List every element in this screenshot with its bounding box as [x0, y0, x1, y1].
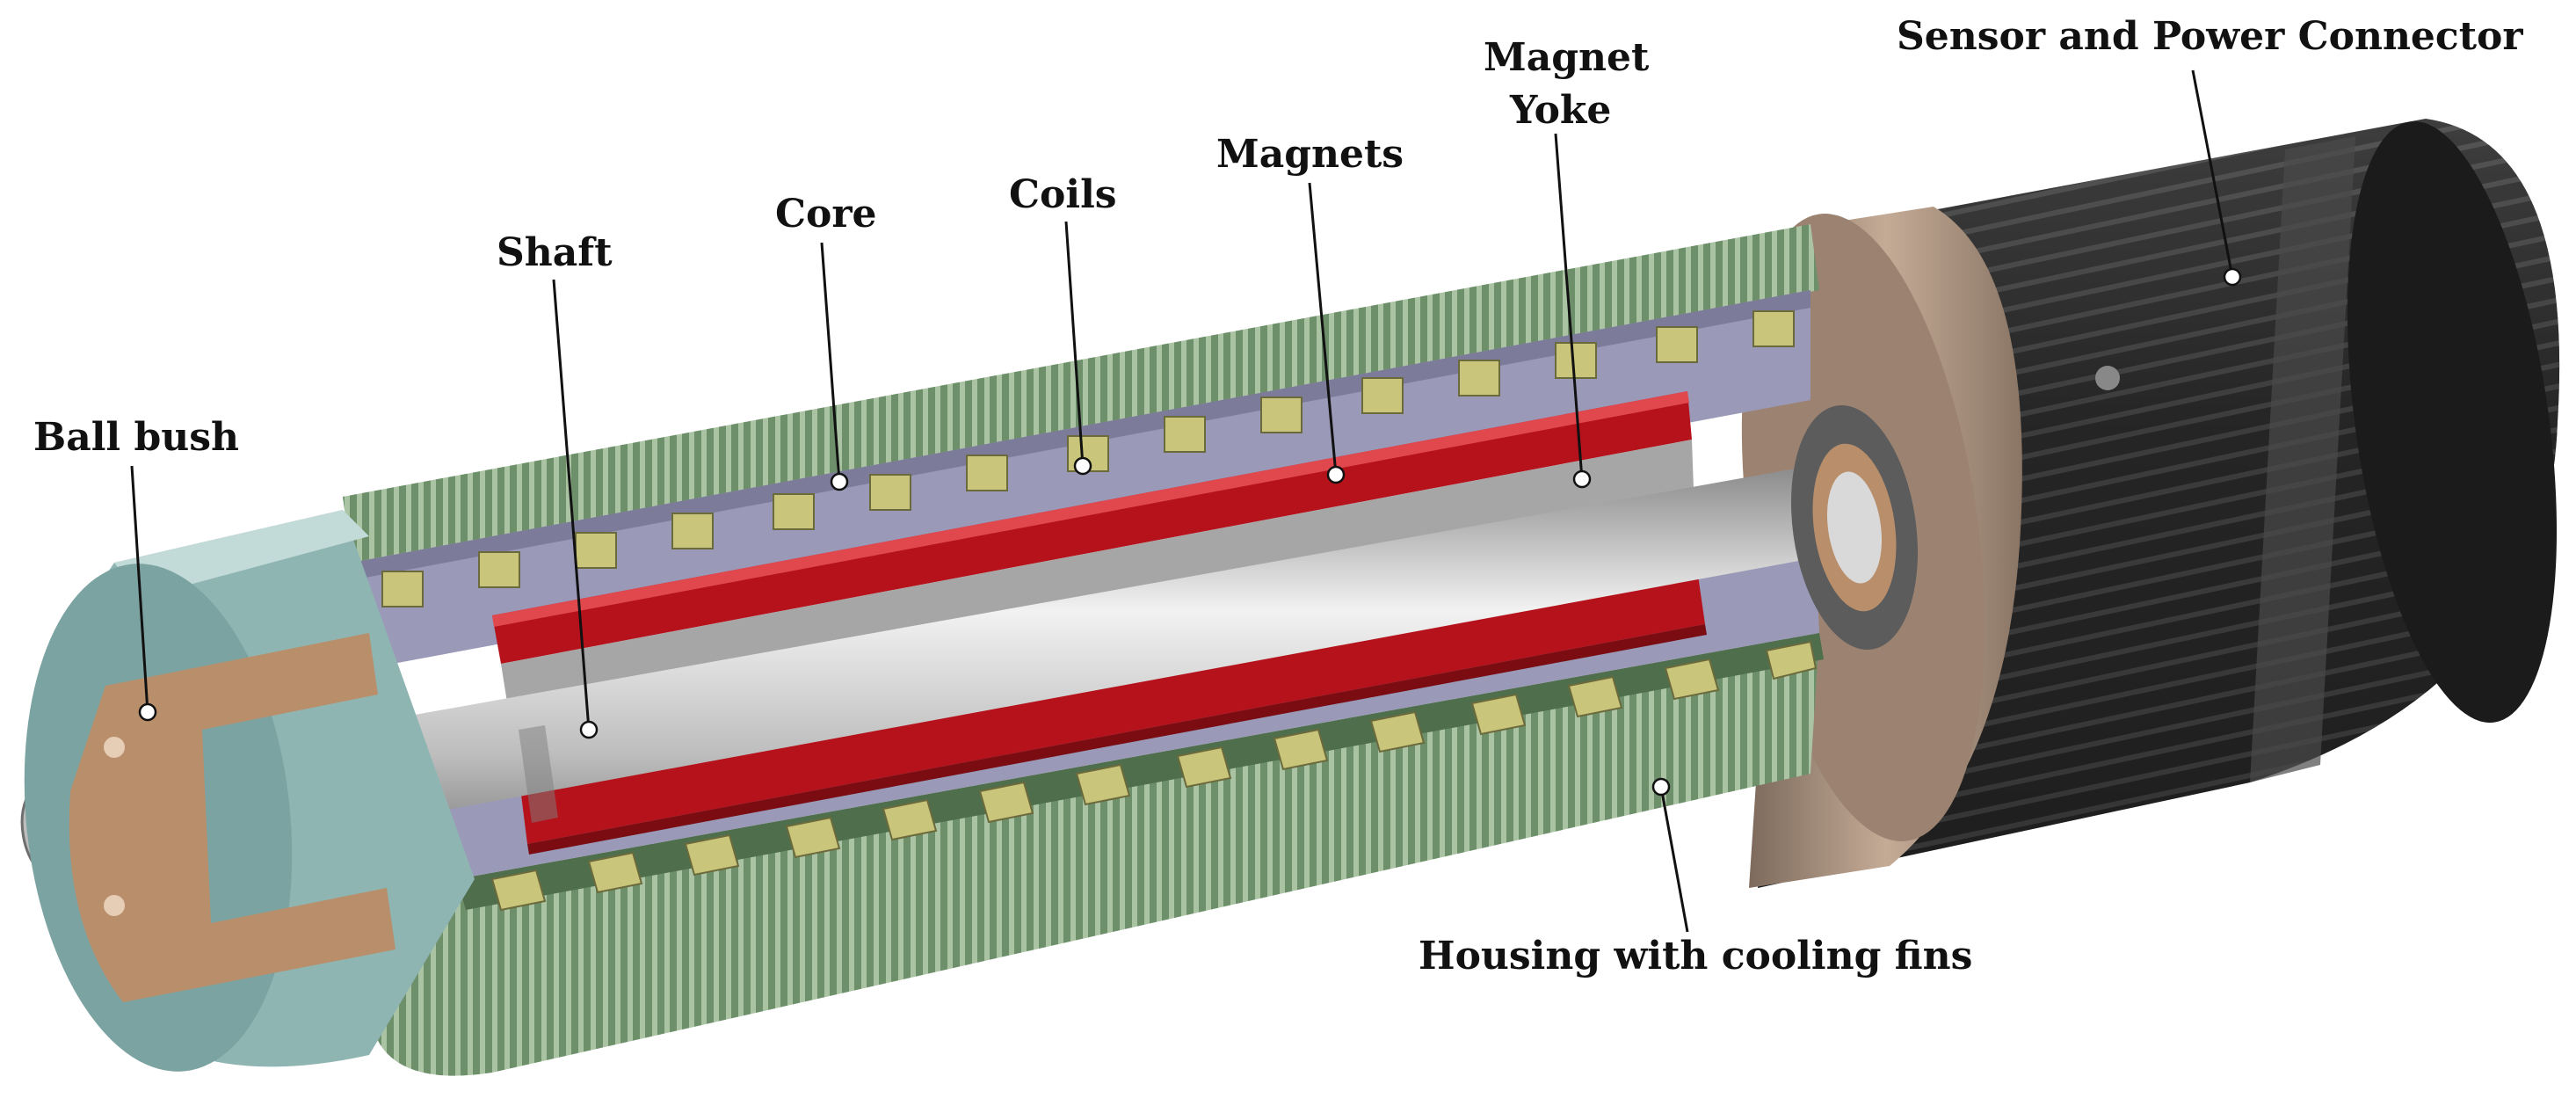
label-sensor-power-connector: Sensor and Power Connector: [1897, 14, 2523, 59]
rear-bearing: [1790, 405, 1919, 650]
leader-ball-bush: [130, 465, 149, 713]
magnets-upper: [492, 391, 1692, 664]
label-shaft: Shaft: [497, 230, 613, 275]
leader-magnets: [1308, 182, 1338, 476]
label-magnet-yoke-line2: Yoke: [1509, 88, 1611, 133]
leader-core: [820, 242, 841, 483]
leader-housing: [1659, 786, 1689, 933]
leader-sensor-power-connector: [2191, 69, 2234, 278]
label-magnet-yoke-line1: Magnet: [1484, 35, 1650, 80]
label-core: Core: [775, 192, 877, 236]
magnets-lower: [519, 563, 1707, 855]
callout-labels: Ball bush Shaft Core Coils Magnets Magne…: [33, 14, 2523, 978]
coils-lower-row: [490, 640, 1818, 912]
label-ball-bush: Ball bush: [33, 415, 239, 460]
leader-magnet-yoke: [1554, 133, 1584, 480]
ball-bush: [69, 633, 395, 1002]
callout-leaders: [130, 69, 2242, 933]
leader-shaft: [552, 279, 591, 731]
leader-coils: [1064, 221, 1085, 467]
coils-upper-row: [381, 310, 1795, 607]
label-magnets: Magnets: [1216, 132, 1404, 177]
label-housing-cooling-fins: Housing with cooling fins: [1419, 934, 1972, 978]
label-coils: Coils: [1009, 172, 1117, 217]
